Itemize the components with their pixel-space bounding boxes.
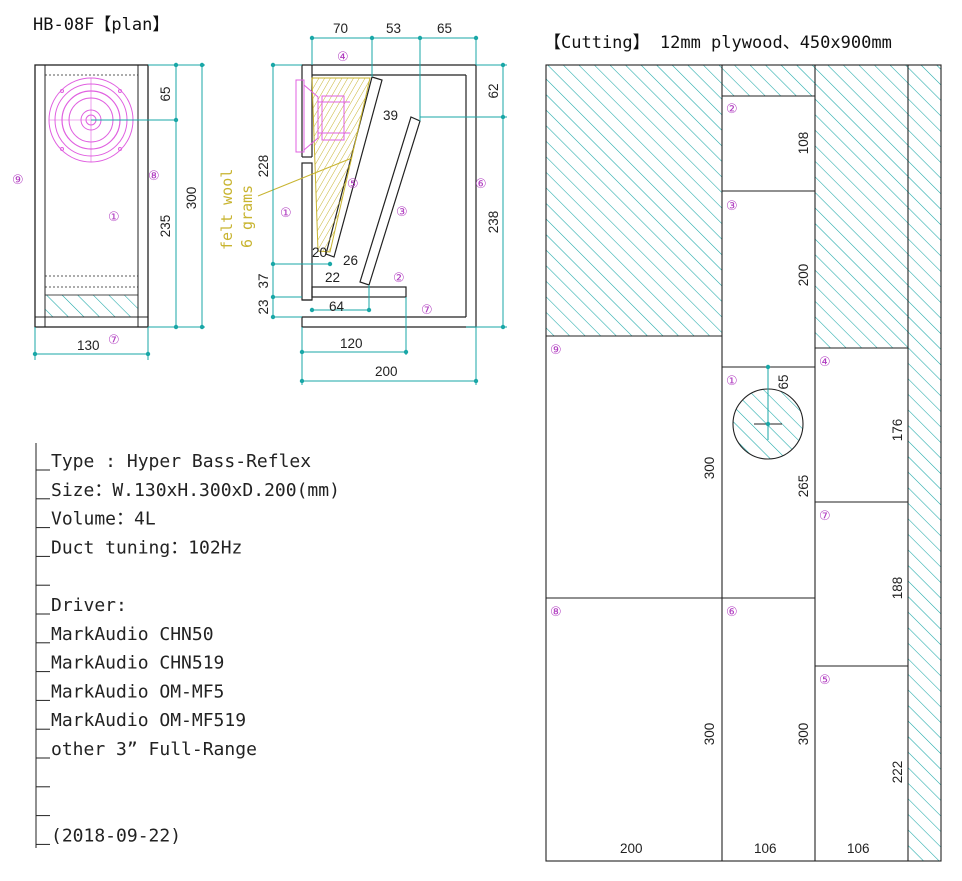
dim-inner-22: 22 xyxy=(325,270,340,285)
dim-side-right-main: 238 xyxy=(486,211,501,234)
cut-label-p7: ⑦ xyxy=(819,509,831,524)
dim-front-top: 65 xyxy=(158,86,173,101)
cut-dim-p6: 300 xyxy=(796,723,811,746)
cut-dim-p3: 200 xyxy=(796,264,811,287)
dim-side-top-a: 70 xyxy=(333,21,348,36)
front-hatch xyxy=(44,294,139,318)
dim-inner-39: 39 xyxy=(383,108,398,123)
felt-wool xyxy=(311,77,371,253)
front-outer xyxy=(34,64,149,328)
part-label-p1-side: ① xyxy=(280,206,292,221)
dim-front-width: 130 xyxy=(77,338,100,353)
dim-side-top-c: 65 xyxy=(437,21,452,36)
cut-label-p2: ② xyxy=(726,102,738,117)
dim-bottom-120: 120 xyxy=(340,336,363,351)
part-label-p2-side: ② xyxy=(393,271,405,286)
cut-label-p9: ⑨ xyxy=(550,343,562,358)
dim-front-lower: 235 xyxy=(158,215,173,238)
dim-side-left-main: 228 xyxy=(256,155,271,178)
part-label-p5-side: ⑤ xyxy=(347,177,359,192)
dim-bottom-200: 200 xyxy=(375,364,398,379)
waste-area-1 xyxy=(546,65,722,336)
dim-inner-64: 64 xyxy=(329,299,345,314)
cut-dim-p5: 222 xyxy=(890,761,905,784)
front-dimensions xyxy=(34,64,205,360)
dim-front-height: 300 xyxy=(184,187,199,210)
cut-label-p3: ③ xyxy=(726,199,738,214)
waste-area-3 xyxy=(815,65,908,348)
cut-dim-bottom-200: 200 xyxy=(620,841,643,856)
cut-label-p4: ④ xyxy=(819,355,831,370)
spec-row: MarkAudio OM-MF5 xyxy=(51,681,224,702)
spec-row: Duct tuning：102Hz xyxy=(51,537,242,558)
waste-area-2 xyxy=(722,65,815,96)
cut-dim-bottom-106b: 106 xyxy=(847,841,870,856)
part-label-p4-side: ④ xyxy=(337,50,349,65)
driver-side-icon xyxy=(295,79,350,153)
cut-dim-p7: 188 xyxy=(890,577,905,600)
spec-row: Size：W.130xH.300xD.200(mm) xyxy=(51,480,340,501)
cut-label-p1: ① xyxy=(726,374,738,389)
front-view: ① ⑨ ⑧ 65 235 300 130 ⑦ xyxy=(12,62,205,360)
dim-side-top-b: 53 xyxy=(386,21,401,36)
plan-title: HB-08F【plan】 xyxy=(33,15,169,35)
cut-dim-p1-hole: 65 xyxy=(776,374,791,389)
cut-dim-p1: 265 xyxy=(796,475,811,498)
felt-label-line1: felt wool xyxy=(218,169,236,250)
cutting-layout: ② ③ ① ⑨ ⑧ ⑥ ④ ⑦ ⑤ 108 200 65 265 300 300… xyxy=(545,64,942,862)
cut-dim-p9: 300 xyxy=(702,457,717,480)
part-label-p9-front: ⑨ xyxy=(12,173,24,188)
cut-dim-bottom-106a: 106 xyxy=(754,841,777,856)
part-label-p7-front: ⑦ xyxy=(108,333,120,348)
spec-row: Volume：4L xyxy=(51,509,156,530)
part-label-p8-front: ⑧ xyxy=(148,169,160,184)
cut-label-p6: ⑥ xyxy=(726,605,738,620)
waste-area-4 xyxy=(908,65,941,861)
part-label-p7-side: ⑦ xyxy=(421,303,433,318)
cut-dim-p4: 176 xyxy=(890,419,905,442)
spec-row: MarkAudio CHN519 xyxy=(51,653,224,674)
driver-hole xyxy=(732,364,804,460)
part-label-p6-side: ⑥ xyxy=(475,177,487,192)
dim-side-left-37: 37 xyxy=(256,273,271,288)
cut-label-p5: ⑤ xyxy=(819,673,831,688)
side-dimensions xyxy=(272,37,507,385)
spec-list: Type : Hyper Bass-ReflexSize：W.130xH.300… xyxy=(35,443,340,848)
dim-side-left-23: 23 xyxy=(256,299,271,314)
spec-row: Type : Hyper Bass-Reflex xyxy=(51,451,311,472)
felt-label-line2: 6 grams xyxy=(238,185,256,248)
spec-row: (2018-09-22) xyxy=(51,825,181,846)
spec-row: MarkAudio OM-MF519 xyxy=(51,710,246,731)
part-label-p3-side: ③ xyxy=(396,205,408,220)
spec-row: MarkAudio CHN50 xyxy=(51,624,214,645)
spec-row: Driver: xyxy=(51,595,127,616)
dim-side-right-top: 62 xyxy=(486,83,501,98)
part-label-p1-front: ① xyxy=(108,210,120,225)
dim-inner-26: 26 xyxy=(343,253,358,268)
side-view: felt wool 6 grams ④ ⑤ ③ ⑥ ① ② ⑦ xyxy=(218,21,507,385)
cutting-title: 【Cutting】 12mm plywood、450x900mm xyxy=(544,33,892,53)
dim-inner-20: 20 xyxy=(312,245,327,260)
cut-dim-p2: 108 xyxy=(796,132,811,155)
cut-dim-p8: 300 xyxy=(702,723,717,746)
cut-label-p8: ⑧ xyxy=(550,605,562,620)
spec-row: other 3” Full-Range xyxy=(51,739,257,760)
